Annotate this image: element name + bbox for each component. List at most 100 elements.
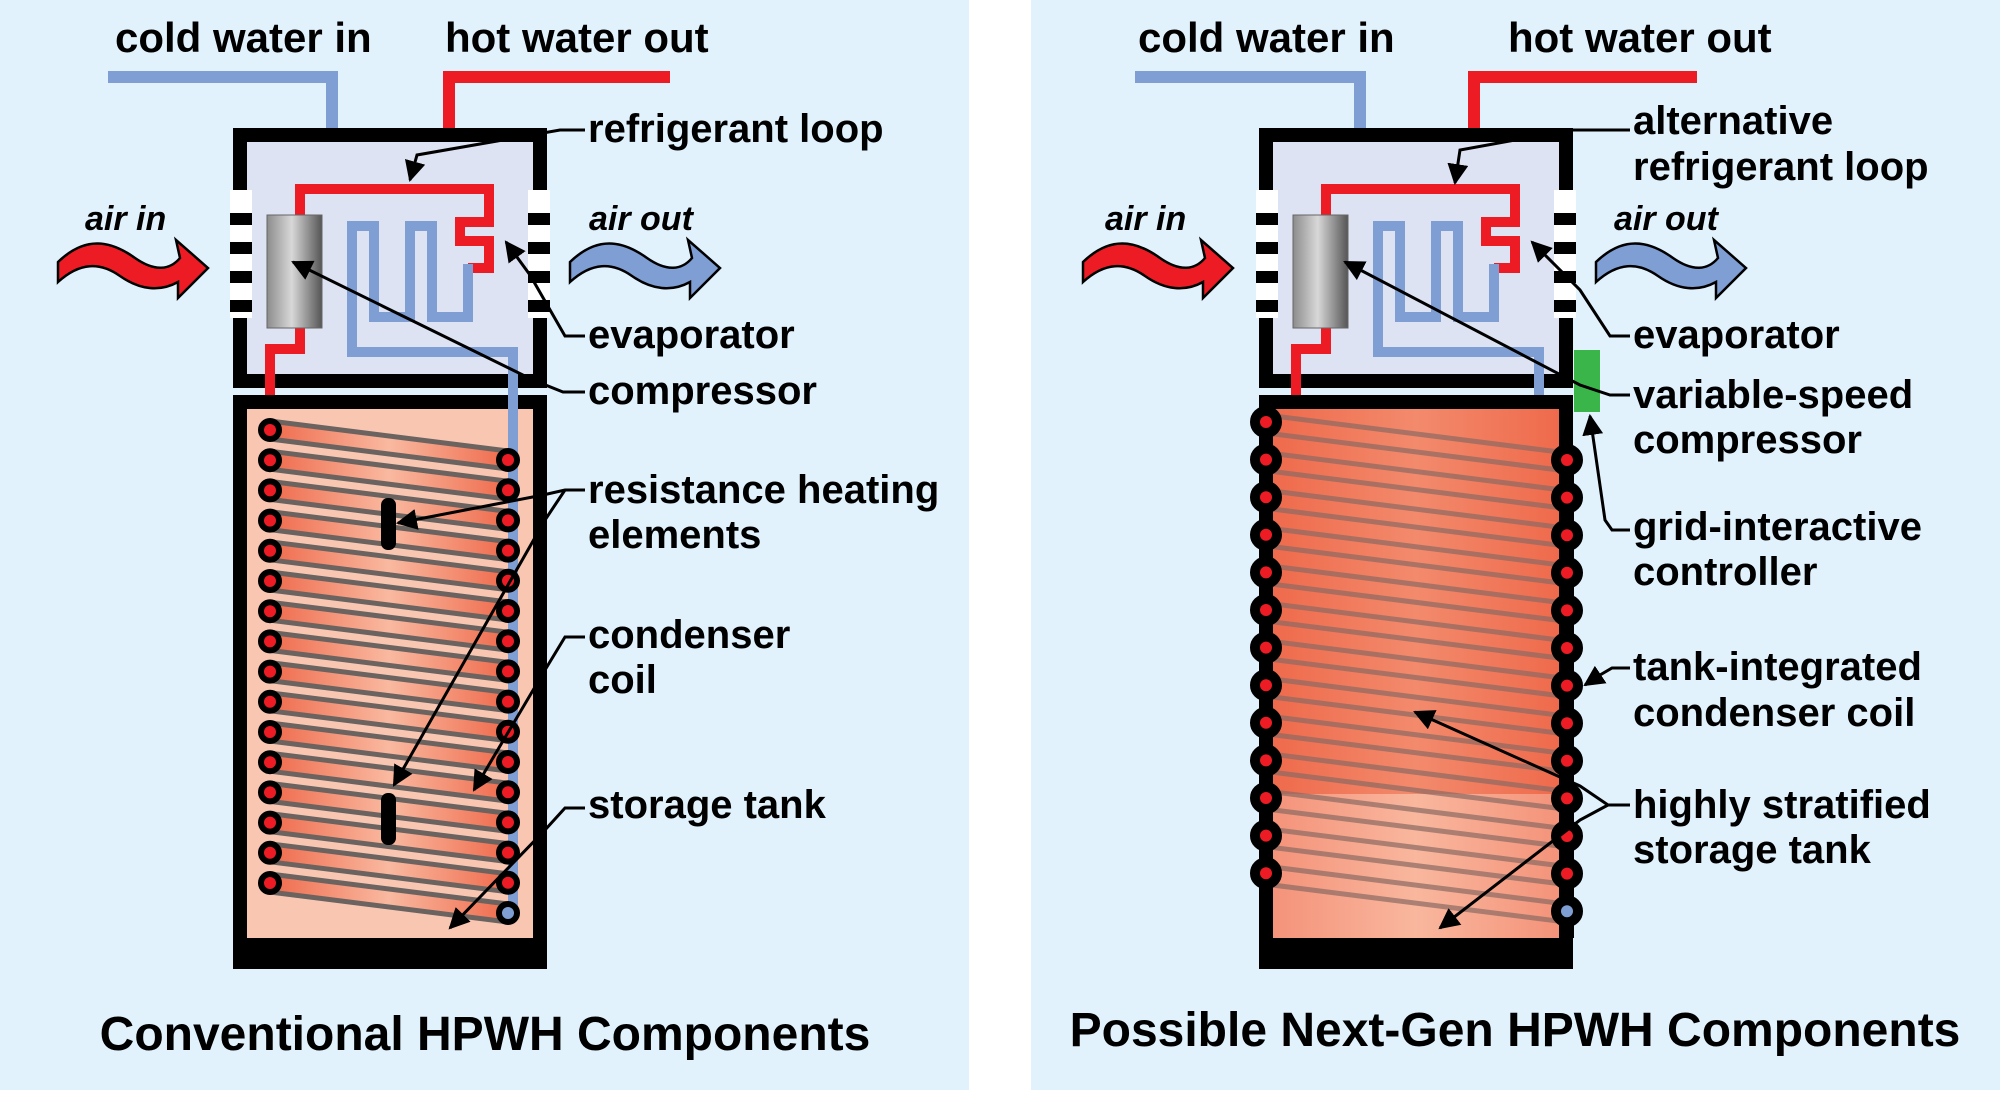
coil-band — [269, 750, 509, 804]
hot-water-outlet-pipe — [443, 71, 670, 128]
coil-turn-left — [1250, 631, 1282, 664]
coil-turn-left — [258, 780, 282, 805]
coil-wire-top — [269, 478, 509, 514]
callout-compressor: compressor — [588, 369, 817, 413]
heat-pump-unit — [1256, 128, 1576, 918]
coil-turn-left — [1250, 443, 1282, 476]
coil-turn-right — [496, 538, 520, 563]
coil-wire-bottom — [269, 466, 509, 502]
coil-turn-right — [1551, 444, 1583, 476]
coil-wire-top — [269, 599, 509, 635]
callout-alternative-line1: alternative — [1633, 99, 1833, 143]
coil-turn-left — [258, 478, 282, 503]
coil-wire-top — [269, 448, 509, 484]
coil-turn-left — [1250, 594, 1282, 626]
coil-band-fill — [270, 664, 508, 711]
coil-turn-left — [258, 448, 282, 473]
coil-turn-left — [1250, 819, 1282, 852]
hot-water-outlet-pipe — [1468, 71, 1697, 128]
coil-turn-right — [496, 689, 520, 714]
cold-water-inlet-pipe — [1135, 71, 1366, 128]
coil-wire-bottom — [1265, 656, 1568, 700]
coil-turn-left — [258, 750, 282, 775]
callout-resistance-heating-line1: resistance heating — [588, 468, 939, 512]
callout-evaporator: evaporator — [588, 313, 795, 357]
coil-band-fill — [270, 543, 508, 590]
coil-wire-bottom — [269, 738, 509, 774]
panel-title-next-gen: Possible Next-Gen HPWH Components — [1070, 1004, 1961, 1057]
callout-stratified-line2: storage tank — [1633, 828, 1872, 872]
coil-wire-top — [269, 750, 509, 786]
coil-wire-bottom — [269, 436, 509, 472]
cold-water-in-label: cold water in — [1138, 14, 1395, 61]
callout-leaders — [291, 128, 585, 930]
coil-band-fill — [270, 423, 508, 469]
evaporator-coil — [1373, 221, 1544, 918]
air-in-arrow-icon — [56, 236, 210, 302]
air-intake-vent — [1256, 190, 1278, 318]
coil-turn-left — [258, 599, 282, 624]
coil-turn-right — [496, 780, 520, 805]
coil-band — [269, 599, 509, 653]
coil-wire-bottom — [1265, 580, 1568, 624]
coil-turn-right — [1551, 594, 1583, 627]
coil-turn-right — [1551, 820, 1583, 852]
coil-band-fill — [270, 694, 508, 741]
coil-turn-left — [258, 418, 282, 442]
coil-band-fill — [270, 876, 508, 922]
coil-turn-right — [1551, 556, 1583, 589]
coil-wire-top — [1265, 713, 1568, 757]
coil-wire-bottom — [1265, 806, 1568, 850]
resistance-element-lower — [381, 793, 396, 845]
panel-title-conventional: Conventional HPWH Components — [100, 1008, 871, 1061]
air-in-label: air in — [1105, 200, 1186, 238]
coil-turn-left — [258, 871, 282, 895]
coil-wire-bottom — [1265, 430, 1568, 474]
coil-turn-left — [1250, 706, 1282, 739]
coil-wire-top — [1265, 788, 1568, 832]
callout-condenser-coil-line2: coil — [588, 658, 657, 702]
coil-band-fill — [270, 574, 508, 620]
air-in-label: air in — [85, 200, 166, 238]
coil-turn-left — [258, 508, 282, 533]
coil-turn-right — [1551, 782, 1583, 815]
coil-wire-bottom — [1265, 844, 1568, 888]
coil-wire-top — [1265, 638, 1568, 682]
coil-band-fill — [270, 755, 508, 802]
coil-turn-left — [1250, 556, 1282, 589]
coil-wire-top — [269, 569, 509, 605]
coil-band — [269, 660, 509, 714]
coil-turn-left — [258, 810, 282, 835]
coil-wire-top — [269, 871, 509, 907]
air-out-arrow-icon — [568, 236, 722, 302]
panel-conventional: cold water in hot water out — [0, 0, 969, 1090]
coil-turn-left — [1250, 744, 1282, 777]
coil-turn-right — [496, 508, 520, 533]
callout-resistance-heating-line2: elements — [588, 513, 761, 557]
air-out-arrow-icon — [1594, 236, 1748, 302]
coil-wire-bottom — [269, 617, 509, 653]
callout-evaporator: evaporator — [1633, 313, 1840, 357]
coil-wire-bottom — [269, 768, 509, 804]
coil-wire-bottom — [1265, 881, 1568, 925]
coil-turn-left — [1250, 857, 1282, 890]
coil-wire-bottom — [269, 587, 509, 623]
coil-turn-right — [496, 478, 520, 503]
coil-band — [269, 841, 509, 895]
coil-turn-right — [1551, 707, 1583, 740]
coil-turn-right — [496, 659, 520, 684]
coil-turn-left — [258, 689, 282, 714]
coil-turn-right — [1551, 669, 1583, 702]
coil-wire-bottom — [1265, 468, 1568, 512]
coil-band-fill — [270, 453, 508, 500]
callout-alternative-line2: refrigerant loop — [1633, 145, 1929, 189]
coil-turn-left — [258, 840, 282, 865]
coil-turn-right — [496, 599, 520, 623]
coil-wire-top — [1265, 450, 1568, 494]
callout-leaders — [1343, 128, 1630, 930]
air-out-label: air out — [1614, 200, 1720, 238]
coil-wire-top — [1265, 826, 1568, 870]
coil-wire-bottom — [1265, 768, 1568, 812]
coil-turn-right — [1551, 744, 1583, 777]
coil-band — [269, 690, 509, 744]
